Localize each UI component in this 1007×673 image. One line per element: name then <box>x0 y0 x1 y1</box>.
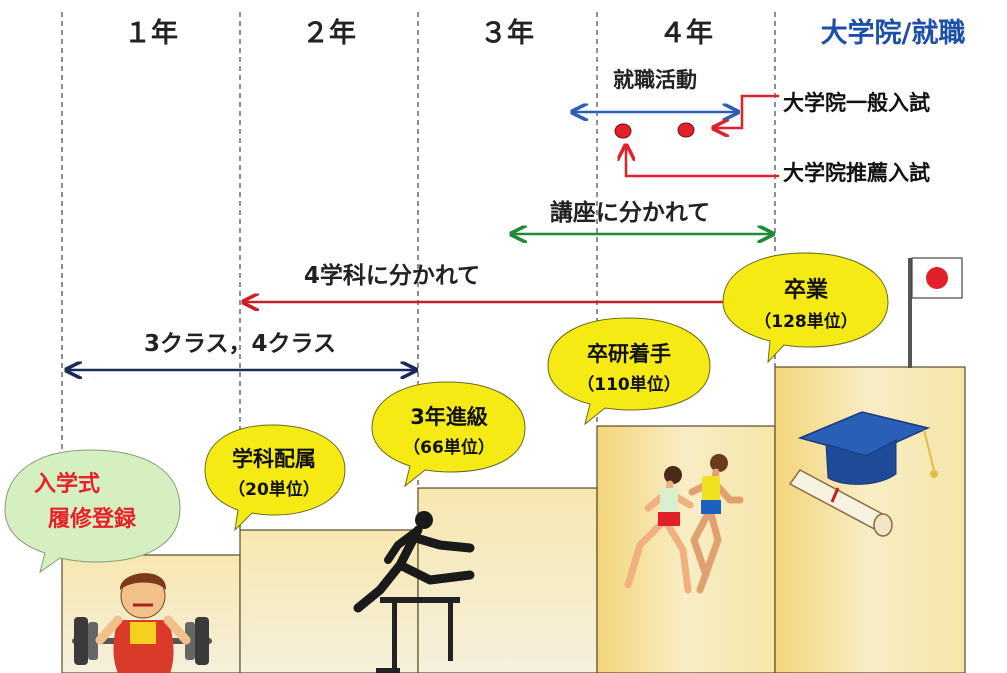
classes-label: 3クラス，4クラス <box>144 331 336 357</box>
graduation-credits: （128単位） <box>754 311 858 332</box>
recommended-exam-dot <box>614 123 632 139</box>
entrance-label: 入学式 <box>34 471 100 497</box>
graduation-label: 卒業 <box>784 277 829 303</box>
dept-assign-bubble: 学科配属 （20単位） <box>204 424 346 532</box>
year-1-header: １年 <box>124 17 178 49</box>
general-exam-label: 大学院一般入試 <box>783 91 930 115</box>
thesis-bubble: 卒研着手 （110単位） <box>547 317 711 426</box>
runners-icon <box>624 454 744 594</box>
graduation-cap-icon <box>797 411 938 485</box>
year-4-header: ４年 <box>659 17 713 49</box>
dept-assign-credits: （20単位） <box>228 479 320 500</box>
entrance-bubble: 入学式 履修登録 <box>4 449 181 574</box>
japan-flag-icon <box>908 257 963 368</box>
dept-assign-label: 学科配属 <box>232 447 316 471</box>
third-year-credits: （66単位） <box>403 437 495 458</box>
hurdler-icon <box>353 511 475 673</box>
general-exam-arrow <box>713 94 779 128</box>
diploma-icon <box>788 469 893 537</box>
year-3-header: ３年 <box>480 17 534 49</box>
thesis-label: 卒研着手 <box>587 342 671 366</box>
weightlifter-icon <box>72 573 212 673</box>
graduate-school-job-header: 大学院/就職 <box>821 17 966 49</box>
recommended-exam-arrow <box>626 145 779 178</box>
year-2-header: ２年 <box>302 17 356 49</box>
departments-label: 4学科に分かれて <box>304 262 480 289</box>
courses-label: 講座に分かれて <box>550 199 710 226</box>
job-hunting-label: 就職活動 <box>613 68 697 92</box>
general-exam-dot <box>677 122 695 138</box>
third-year-bubble: 3年進級 （66単位） <box>371 381 526 488</box>
thesis-credits: （110単位） <box>577 374 681 395</box>
recommended-exam-label: 大学院推薦入試 <box>783 161 930 185</box>
third-year-label: 3年進級 <box>410 405 488 429</box>
graduation-bubble: 卒業 （128単位） <box>722 252 889 364</box>
registration-label: 履修登録 <box>48 506 137 532</box>
